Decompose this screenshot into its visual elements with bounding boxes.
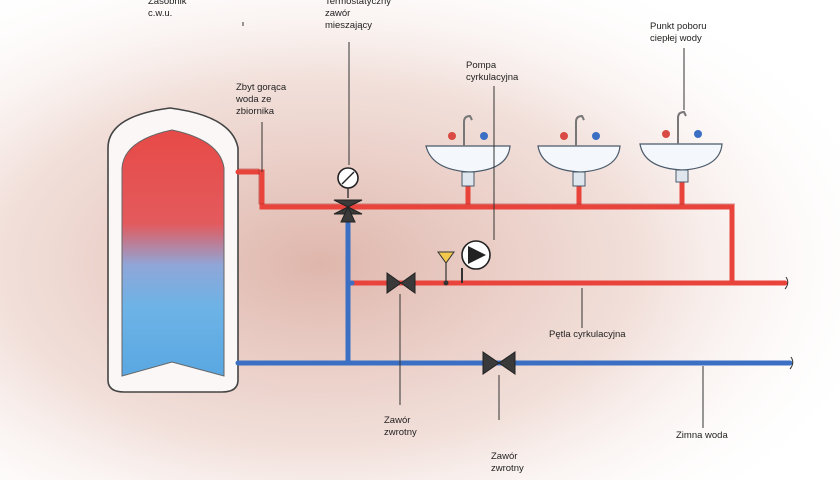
label-pump: Pompa cyrkulacyjna (466, 60, 519, 83)
label-tank: Zasobnik c.w.u. (148, 0, 187, 19)
sink-2 (537, 114, 621, 187)
faucet-icon (677, 110, 687, 144)
sink-3 (639, 110, 723, 183)
label-hot-from-tank: Zbyt gorąca woda ze zbiornika (236, 82, 287, 117)
label-cold-water: Zimna woda (676, 430, 728, 441)
thermostatic-mixing-valve (333, 167, 363, 223)
check-valve-2-icon (482, 351, 516, 375)
label-check-valve-1: Zawór zwrotny (384, 415, 417, 438)
pipe-end-hot (784, 276, 789, 290)
hot-pipes (235, 169, 788, 286)
faucet-icon (575, 114, 585, 146)
pump-sensor-icon (437, 251, 455, 264)
label-draw-point: Punkt poboru ciepłej wody (650, 21, 707, 44)
hot-outlet-pipe (235, 169, 735, 283)
leader-lines (242, 22, 704, 428)
label-check-valve-2: Zawór zwrotny (491, 451, 524, 474)
sink-1 (425, 114, 511, 187)
tank-interior (121, 129, 225, 377)
hot-pipe-outline-top (238, 168, 735, 205)
label-circulation-loop: Pętla cyrkulacyjna (549, 329, 626, 340)
pipe-end-cold (789, 356, 794, 370)
check-valve-1-icon (386, 272, 416, 294)
faucet-icon (463, 114, 473, 146)
circulation-pump (437, 240, 491, 286)
hot-water-tank (107, 107, 239, 393)
label-thermostatic-valve: Termostatyczny zawór mieszający (325, 0, 391, 31)
